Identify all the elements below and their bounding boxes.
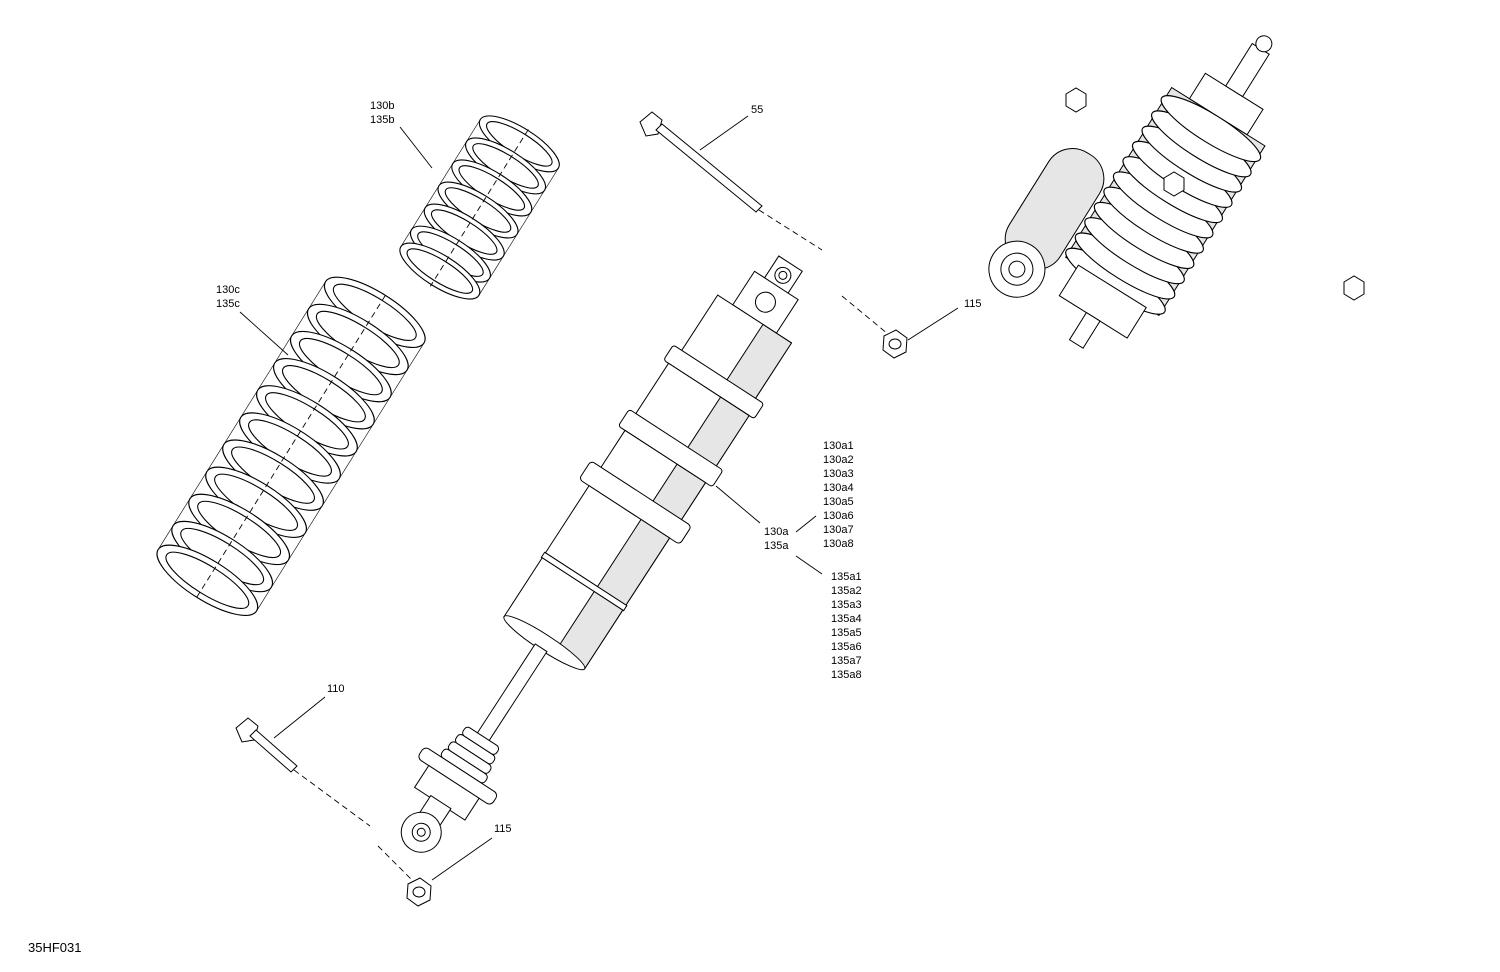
callout-spring-lower-2: 135c bbox=[216, 298, 240, 310]
callout-variant-130-8: 130a8 bbox=[823, 538, 854, 550]
callout-bolt-lower: 110 bbox=[327, 683, 345, 695]
upper-coil-spring bbox=[399, 115, 560, 300]
callout-variant-135-2: 135a2 bbox=[831, 585, 862, 597]
callout-variant-130-6: 130a6 bbox=[823, 510, 854, 522]
callout-bolt-upper: 55 bbox=[751, 104, 763, 116]
callout-variant-135-1: 135a1 bbox=[831, 571, 862, 583]
figure-id: 35HF031 bbox=[28, 940, 81, 955]
callout-spring-lower-1: 130c bbox=[216, 284, 240, 296]
callout-variant-135-7: 135a7 bbox=[831, 655, 862, 667]
callout-variant-130-4: 130a4 bbox=[823, 482, 854, 494]
callout-variant-130-5: 130a5 bbox=[823, 496, 854, 508]
upper-lock-nut bbox=[841, 295, 908, 359]
assembled-shock-view bbox=[988, 35, 1365, 349]
callout-spring-upper-1: 130b bbox=[370, 100, 394, 112]
callout-variant-130-7: 130a7 bbox=[823, 524, 854, 536]
callout-variant-130-2: 130a2 bbox=[823, 454, 854, 466]
callout-spring-upper-2: 135b bbox=[370, 114, 394, 126]
callout-variant-130-1: 130a1 bbox=[823, 440, 854, 452]
callout-labels: 130b 135b 130c 135c 55 115 110 115 130a … bbox=[28, 100, 982, 955]
callout-nut-upper: 115 bbox=[964, 298, 982, 310]
shock-absorber bbox=[400, 255, 803, 853]
callout-variant-135-3: 135a3 bbox=[831, 599, 862, 611]
lower-lock-nut bbox=[377, 845, 432, 907]
callout-shock-main-1: 130a bbox=[764, 526, 789, 538]
callout-variant-135-8: 135a8 bbox=[831, 669, 862, 681]
leader-lines bbox=[239, 115, 959, 881]
lower-coil-spring bbox=[156, 276, 426, 616]
lower-mounting-bolt bbox=[235, 717, 371, 827]
callout-nut-lower: 115 bbox=[494, 823, 512, 835]
callout-shock-main-2: 135a bbox=[764, 540, 789, 552]
upper-mounting-bolt bbox=[639, 111, 823, 251]
callout-variant-135-4: 135a4 bbox=[831, 613, 862, 625]
callout-variant-130-3: 130a3 bbox=[823, 468, 854, 480]
callout-variant-135-6: 135a6 bbox=[831, 641, 862, 653]
callout-variant-135-5: 135a5 bbox=[831, 627, 862, 639]
